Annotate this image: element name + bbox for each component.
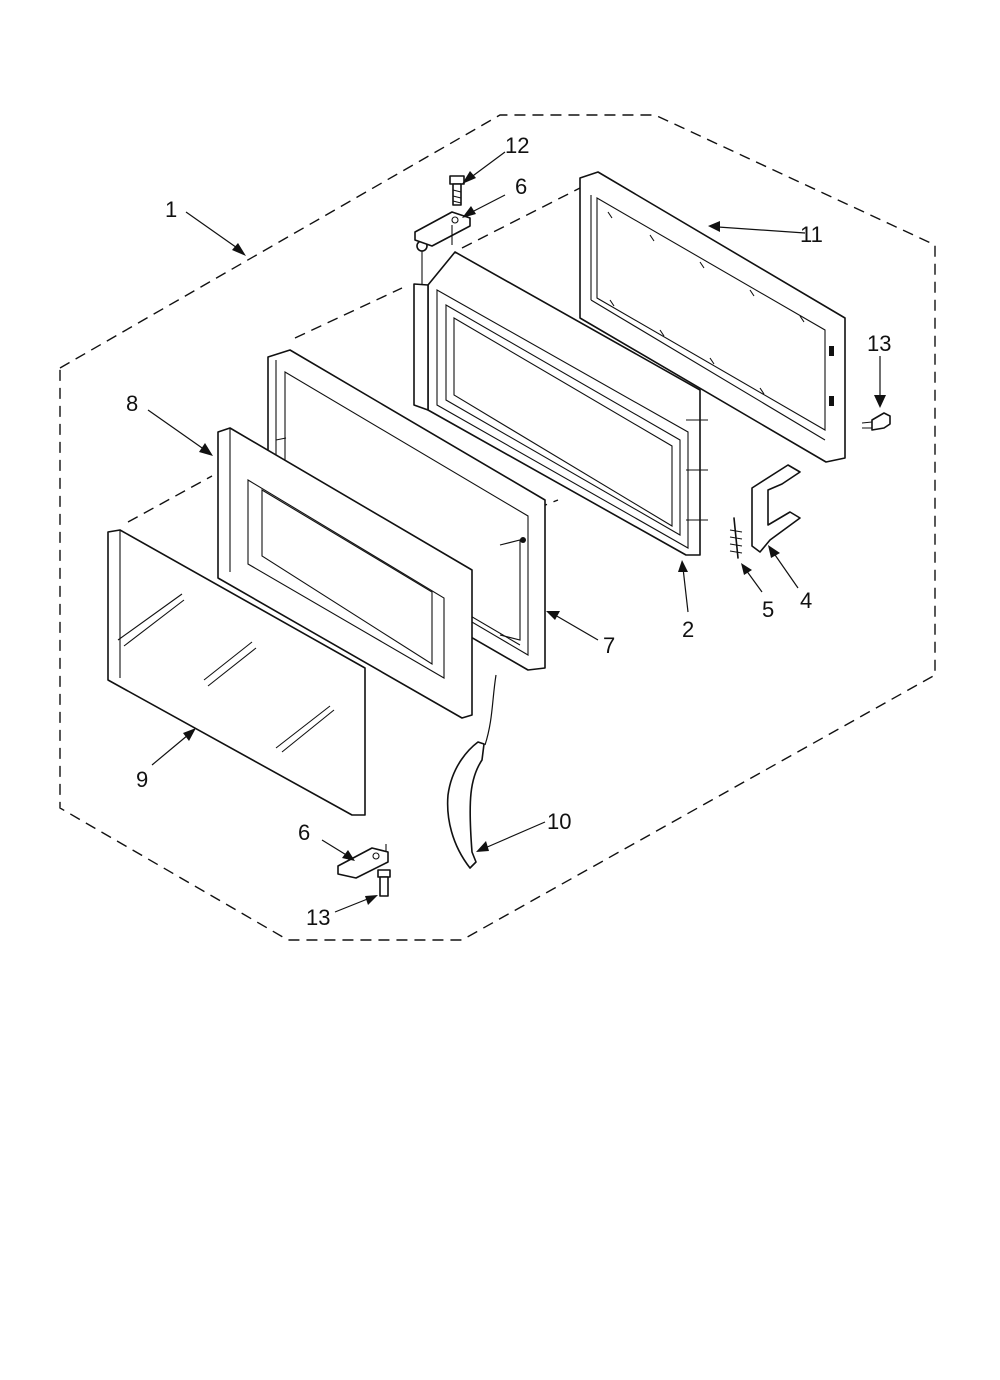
assembly-boundary	[59, 114, 936, 941]
callout-6-top: 6	[515, 174, 527, 199]
part-4-latch	[751, 464, 801, 553]
callout-8: 8	[126, 391, 138, 416]
leader-arrows	[147, 151, 886, 913]
part-13-screw-bottom	[377, 869, 391, 897]
part-6-hinge-bottom	[337, 844, 389, 879]
callout-12: 12	[505, 133, 529, 158]
callout-13-bottom: 13	[306, 905, 330, 930]
callout-7: 7	[603, 633, 615, 658]
callout-10: 10	[547, 809, 571, 834]
part-11-rear-frame	[579, 171, 846, 463]
part-10-handle	[446, 674, 497, 869]
callout-5: 5	[762, 597, 774, 622]
part-2-inner-door-panel	[413, 240, 708, 556]
callout-13-right: 13	[867, 331, 891, 356]
part-9-door-glass	[107, 529, 366, 816]
part-5-spring	[729, 517, 743, 559]
callout-labels: 1 2 4 5 6 6 7 8 9 10 11 12 13 13	[126, 133, 891, 930]
callout-9: 9	[136, 767, 148, 792]
callout-11: 11	[800, 222, 823, 247]
part-13-screw-right	[861, 412, 891, 431]
callout-4: 4	[800, 588, 812, 613]
part-12-screw	[449, 175, 465, 206]
part-6-hinge-top	[414, 211, 471, 247]
callout-6-bottom: 6	[298, 820, 310, 845]
part-8-front-frame	[217, 427, 473, 719]
callout-2: 2	[682, 617, 694, 642]
callout-1: 1	[165, 197, 177, 222]
